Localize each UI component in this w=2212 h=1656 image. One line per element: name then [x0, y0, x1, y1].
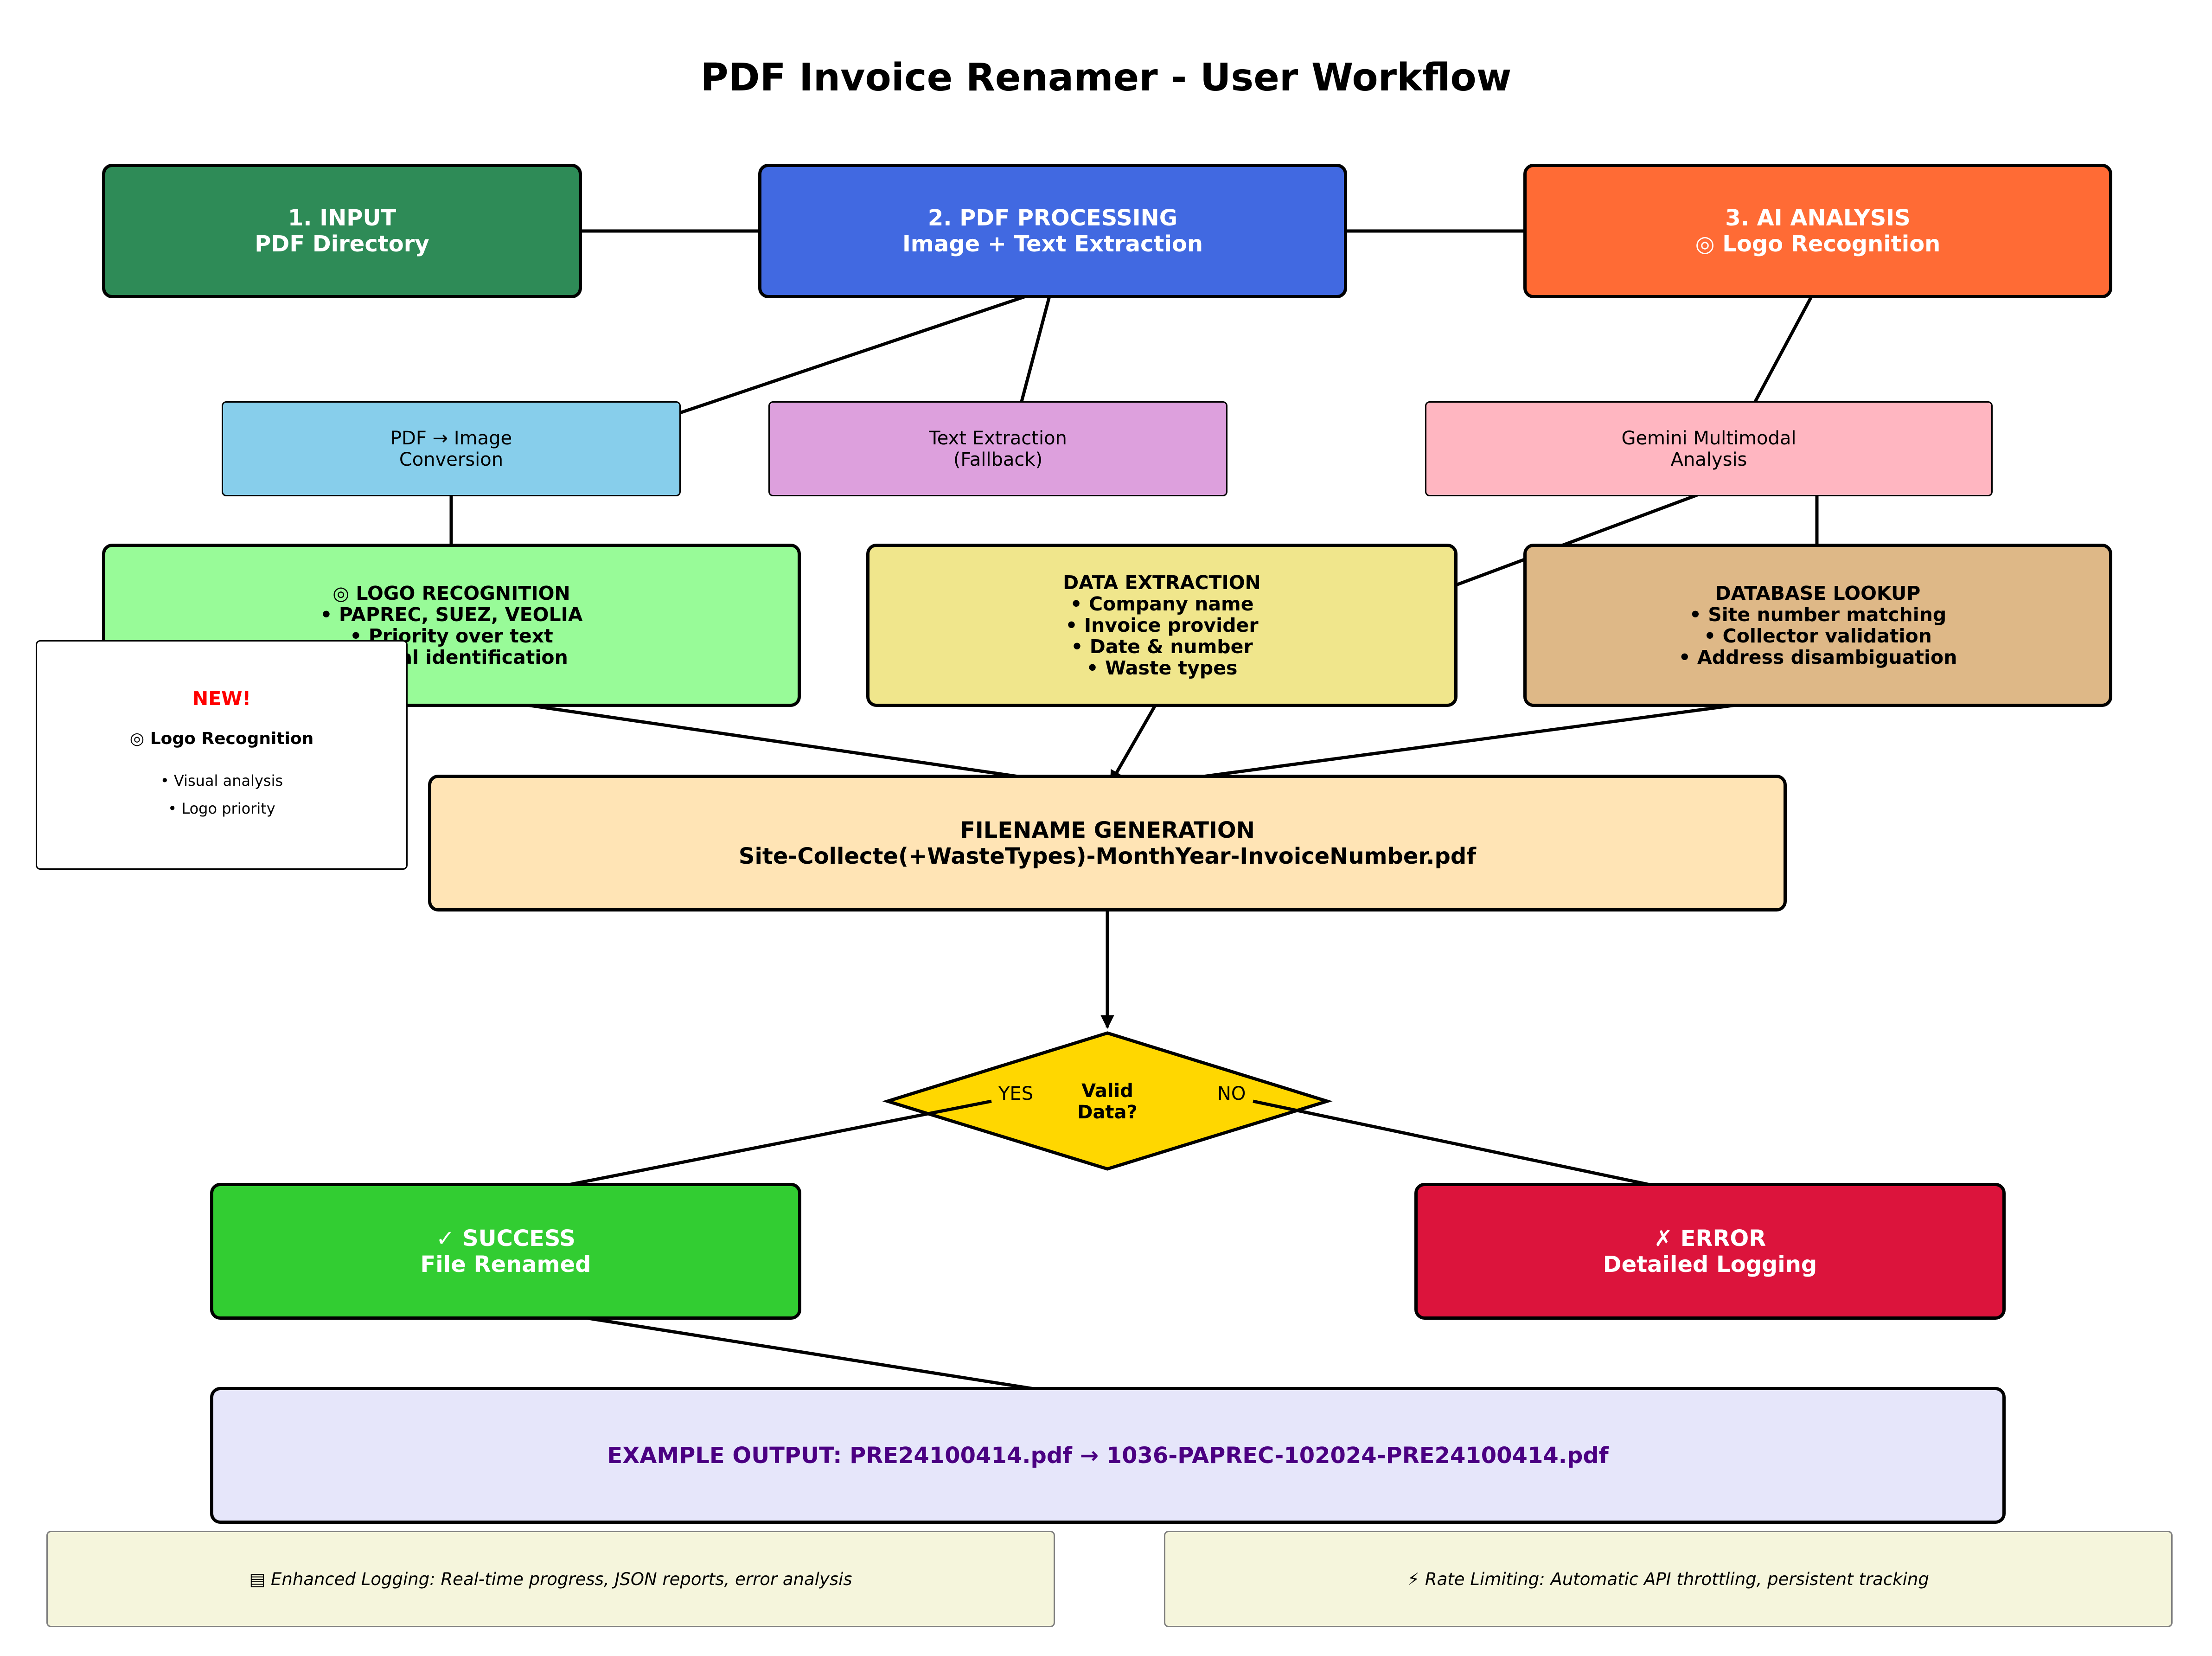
substep-text-extraction-line1: Text Extraction [929, 427, 1067, 449]
cross-icon: ✗ [1654, 1225, 1681, 1252]
outcome-success-title: ✓ SUCCESS [436, 1225, 575, 1252]
decision-line2: Data? [1077, 1102, 1138, 1123]
substep-gemini-line2: Analysis [1670, 449, 1747, 470]
outcome-success-subtitle: File Renamed [420, 1251, 591, 1277]
stage-ai-analysis: 3. AI ANALYSIS ◎ Logo Recognition [1523, 164, 2112, 298]
arrow-decision-no-to-error [1253, 1099, 1704, 1200]
detail-data-item: • Date & number [1071, 635, 1253, 658]
stage-input: 1. INPUT PDF Directory [102, 164, 582, 298]
outcome-error-subtitle: Detailed Logging [1603, 1251, 1817, 1277]
stage-processing: 2. PDF PROCESSING Image + Text Extractio… [758, 164, 1347, 298]
detail-logo-item: • PAPREC, SUEZ, VEOLIA [320, 603, 583, 626]
detail-logo-item: • Priority over text [350, 625, 553, 647]
stage-processing-title: 2. PDF PROCESSING [927, 205, 1178, 231]
substep-pdf-image-line1: PDF → Image [390, 427, 512, 449]
decision-text: Valid Data? [1038, 1076, 1177, 1127]
chart-icon: ▤ [249, 1569, 271, 1589]
new-feature-callout: NEW! ◎ Logo Recognition • Visual analysi… [36, 640, 408, 870]
detail-data-item: • Company name [1070, 593, 1254, 615]
lightning-icon: ⚡ [1407, 1569, 1425, 1589]
substep-text-extraction: Text Extraction (Fallback) [768, 401, 1227, 496]
new-badge: NEW! [192, 687, 251, 710]
decision-no-label: NO [1217, 1083, 1246, 1104]
decision-yes-label: YES [998, 1083, 1034, 1104]
detail-database-heading: DATABASE LOOKUP [1715, 582, 1921, 604]
check-icon: ✓ [436, 1225, 463, 1252]
outcome-success: ✓ SUCCESS File Renamed [210, 1183, 801, 1320]
substep-pdf-image-line2: Conversion [399, 449, 504, 470]
target-icon: ◎ [1695, 231, 1723, 257]
outcome-error: ✗ ERROR Detailed Logging [1414, 1183, 2006, 1320]
stage-ai-title: 3. AI ANALYSIS [1725, 205, 1911, 231]
detail-logo-recognition: ◎ LOGO RECOGNITION • PAPREC, SUEZ, VEOLI… [102, 544, 801, 707]
diagram-title: PDF Invoice Renamer - User Workflow [700, 56, 1512, 100]
example-output: EXAMPLE OUTPUT: PRE24100414.pdf → 1036-P… [210, 1387, 2006, 1524]
arrow-data-to-filename [1109, 695, 1163, 784]
stage-input-title: 1. INPUT [288, 205, 396, 231]
new-callout-heading: ◎ Logo Recognition [129, 729, 314, 748]
detail-data-extraction: DATA EXTRACTION • Company name • Invoice… [866, 544, 1458, 707]
note-rate-limiting-text: ⚡ Rate Limiting: Automatic API throttlin… [1407, 1569, 1929, 1589]
arrow-decision-yes-to-success [511, 1099, 992, 1200]
filename-generation: FILENAME GENERATION Site-Collecte(+Waste… [428, 775, 1787, 911]
note-rate-limiting: ⚡ Rate Limiting: Automatic API throttlin… [1164, 1531, 2173, 1627]
filename-generation-pattern: Site-Collecte(+WasteTypes)-MonthYear-Inv… [738, 843, 1477, 869]
new-callout-item: • Logo priority [168, 800, 275, 817]
new-callout-item: • Visual analysis [160, 772, 283, 789]
example-output-text: EXAMPLE OUTPUT: PRE24100414.pdf → 1036-P… [607, 1442, 1609, 1469]
filename-generation-title: FILENAME GENERATION [960, 817, 1255, 843]
detail-database-lookup: DATABASE LOOKUP • Site number matching •… [1523, 544, 2112, 707]
detail-data-item: • Waste types [1086, 657, 1238, 679]
arrow-success-to-example [509, 1304, 1103, 1405]
detail-data-heading: DATA EXTRACTION [1063, 571, 1261, 594]
detail-logo-heading: ◎ LOGO RECOGNITION [332, 582, 570, 604]
decision-line1: Valid [1081, 1080, 1133, 1102]
stage-ai-subtitle: ◎ Logo Recognition [1695, 231, 1941, 257]
substep-gemini: Gemini Multimodal Analysis [1425, 401, 1993, 496]
target-icon: ◎ [332, 582, 356, 604]
substep-text-extraction-line2: (Fallback) [953, 449, 1043, 470]
note-logging-text: ▤ Enhanced Logging: Real-time progress, … [249, 1569, 852, 1589]
stage-input-subtitle: PDF Directory [255, 231, 429, 257]
detail-database-item: • Collector validation [1704, 625, 1932, 647]
note-logging: ▤ Enhanced Logging: Real-time progress, … [46, 1531, 1055, 1627]
outcome-error-title: ✗ ERROR [1654, 1225, 1766, 1252]
substep-gemini-line1: Gemini Multimodal [1621, 427, 1796, 449]
detail-database-item: • Site number matching [1689, 603, 1947, 626]
detail-data-item: • Invoice provider [1065, 614, 1259, 636]
substep-pdf-image: PDF → Image Conversion [222, 401, 681, 496]
stage-processing-subtitle: Image + Text Extraction [902, 231, 1203, 257]
detail-database-item: • Address disambiguation [1678, 646, 1957, 668]
target-icon: ◎ [129, 729, 150, 748]
